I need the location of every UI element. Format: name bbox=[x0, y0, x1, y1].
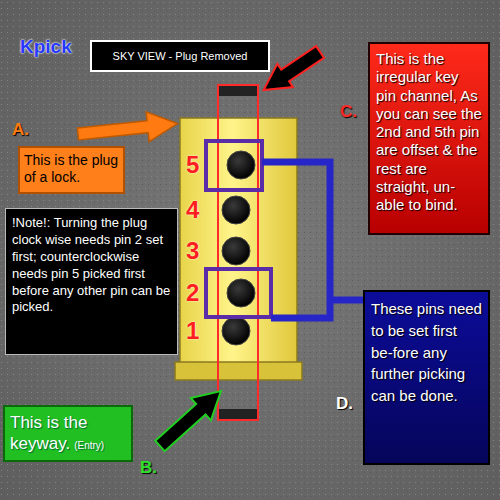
pin-number: 3 bbox=[186, 237, 199, 265]
title-box: SKY VIEW - Plug Removed bbox=[90, 40, 270, 72]
key-pin bbox=[222, 317, 250, 345]
key-pin bbox=[227, 279, 255, 307]
callout-text: This is the plug of a lock. bbox=[24, 152, 119, 186]
title-text: SKY VIEW - Plug Removed bbox=[113, 50, 248, 62]
key-pin-channel bbox=[218, 85, 258, 420]
lock-plug bbox=[180, 118, 297, 368]
pin-highlight bbox=[206, 141, 262, 190]
pin-number: 4 bbox=[186, 196, 199, 224]
plug-flange bbox=[175, 362, 302, 380]
pointer-arrow bbox=[150, 380, 231, 457]
channel-cap bbox=[219, 86, 257, 96]
callout-box: This is the irregular key pin channel, A… bbox=[368, 42, 490, 235]
pin-number: 5 bbox=[186, 151, 199, 179]
callout-letter: B. bbox=[140, 458, 157, 478]
callout-text: (Entry) bbox=[74, 440, 104, 451]
callout-box: This is the keyway.(Entry) bbox=[3, 405, 133, 462]
pointer-arrow bbox=[76, 109, 179, 149]
pin-number: 1 bbox=[186, 317, 199, 345]
bracket-line bbox=[330, 297, 364, 304]
callout-letter: C. bbox=[340, 102, 357, 122]
callout-letter: D. bbox=[336, 394, 353, 414]
bracket-line bbox=[262, 162, 330, 318]
key-pin bbox=[227, 151, 255, 179]
callout-text: !Note!: Turning the plug clock wise need… bbox=[12, 215, 171, 316]
channel-cap bbox=[219, 409, 257, 419]
callout-box: These pins need to be set first be-fore … bbox=[363, 290, 490, 465]
callout-box: This is the plug of a lock. bbox=[18, 146, 125, 194]
callout-text: These pins need to be set first be-fore … bbox=[371, 298, 482, 407]
key-pin bbox=[222, 196, 250, 224]
callout-text: This is the irregular key pin channel, A… bbox=[376, 50, 482, 215]
watermark: Kpick bbox=[20, 36, 72, 58]
note-box: !Note!: Turning the plug clock wise need… bbox=[5, 208, 178, 355]
callout-letter: A. bbox=[12, 120, 29, 140]
key-pin bbox=[222, 237, 250, 265]
pin-number: 2 bbox=[186, 279, 199, 307]
pin-highlight bbox=[206, 269, 271, 317]
